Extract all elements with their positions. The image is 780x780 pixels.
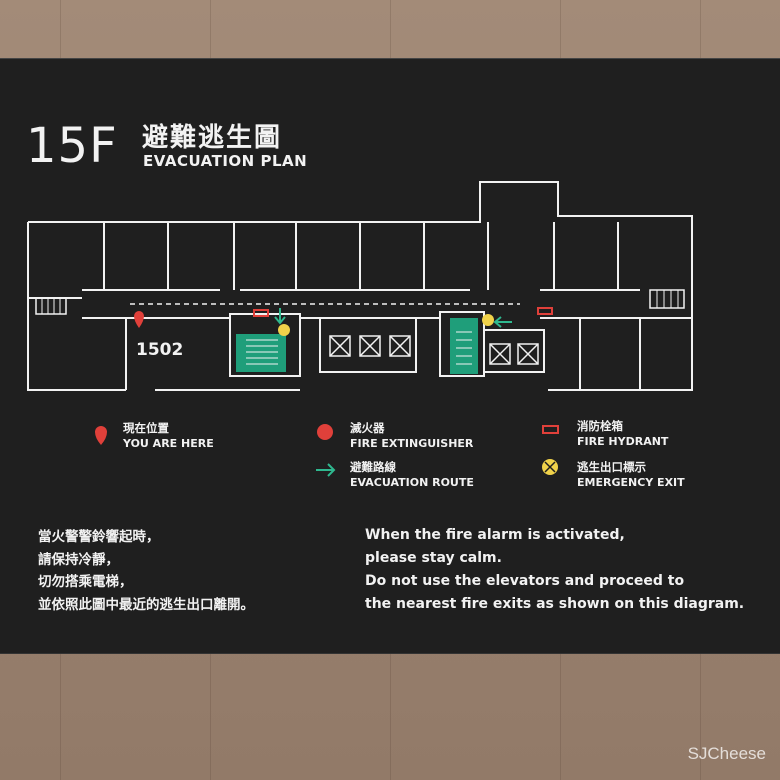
you-are-here-pin-icon xyxy=(134,311,144,328)
elevator-icon xyxy=(329,335,539,365)
emergency-exit-legend-icon xyxy=(542,459,558,475)
fire-hydrant-legend-icon xyxy=(542,425,559,434)
instruction-line: please stay calm. xyxy=(365,550,502,566)
plan-outline xyxy=(27,222,126,391)
fire-hydrant-icon xyxy=(253,309,269,317)
legend-label-en: YOU ARE HERE xyxy=(123,437,214,450)
room-number-label: 1502 xyxy=(136,340,184,360)
elevator-hall-right xyxy=(483,329,545,373)
instruction-line: 切勿搭乘電梯， xyxy=(38,574,133,590)
legend-label-zh: 消防栓箱 xyxy=(577,419,623,433)
instructions-english: When the fire alarm is activated, please… xyxy=(365,524,744,616)
emergency-exit-icon xyxy=(278,324,290,336)
legend-label-en: EVACUATION ROUTE xyxy=(350,476,474,489)
stair-core-left xyxy=(229,313,301,377)
you-are-here-legend-icon xyxy=(95,426,107,445)
legend-label-zh: 滅火器 xyxy=(350,421,385,435)
instruction-line: 並依照此圖中最近的逃生出口離開。 xyxy=(38,596,254,613)
watermark: SJCheese xyxy=(687,744,766,763)
title-chinese: 避難逃生圖 xyxy=(142,123,283,153)
fire-hydrant-icon xyxy=(537,307,553,315)
legend-fire-hydrant: 消防栓箱 FIRE HYDRANT xyxy=(577,419,668,449)
plan-outline xyxy=(28,181,693,391)
instruction-line: Do not use the elevators and proceed to xyxy=(365,573,685,589)
left-stairs-icon xyxy=(35,297,67,315)
stairwell-green-right xyxy=(450,318,478,374)
instructions-chinese: 當火警警鈴響起時， 請保持冷靜， 切勿搭乘電梯， 並依照此圖中最近的逃生出口離開… xyxy=(38,526,254,616)
elevator-hall-left xyxy=(319,317,417,373)
instruction-line: 請保持冷靜， xyxy=(38,551,119,568)
evacuation-route-legend-icon xyxy=(316,463,336,477)
legend-label-zh: 現在位置 xyxy=(123,421,169,435)
legend-you-are-here: 現在位置 YOU ARE HERE xyxy=(123,421,214,451)
instruction-line: 當火警警鈴響起時， xyxy=(38,529,160,545)
instruction-line: When the fire alarm is activated, xyxy=(365,527,625,543)
floor-number: 15F xyxy=(26,118,118,174)
legend-evacuation-route: 避難路線 EVACUATION ROUTE xyxy=(350,460,474,490)
fire-extinguisher-legend-icon xyxy=(317,424,333,440)
legend-label-en: FIRE HYDRANT xyxy=(577,435,669,448)
legend-label-zh: 逃生出口標示 xyxy=(577,460,646,474)
legend-label-zh: 避難路線 xyxy=(350,460,396,474)
right-stairs-icon xyxy=(649,289,685,309)
instruction-line: the nearest fire exits as shown on this … xyxy=(365,596,745,612)
legend-fire-extinguisher: 滅火器 FIRE EXTINGUISHER xyxy=(350,421,473,451)
title-english: EVACUATION PLAN xyxy=(143,152,308,170)
emergency-exit-icon xyxy=(482,314,494,326)
legend-emergency-exit: 逃生出口標示 EMERGENCY EXIT xyxy=(577,460,685,490)
legend-label-en: EMERGENCY EXIT xyxy=(577,476,685,489)
legend-label-en: FIRE EXTINGUISHER xyxy=(350,437,474,450)
